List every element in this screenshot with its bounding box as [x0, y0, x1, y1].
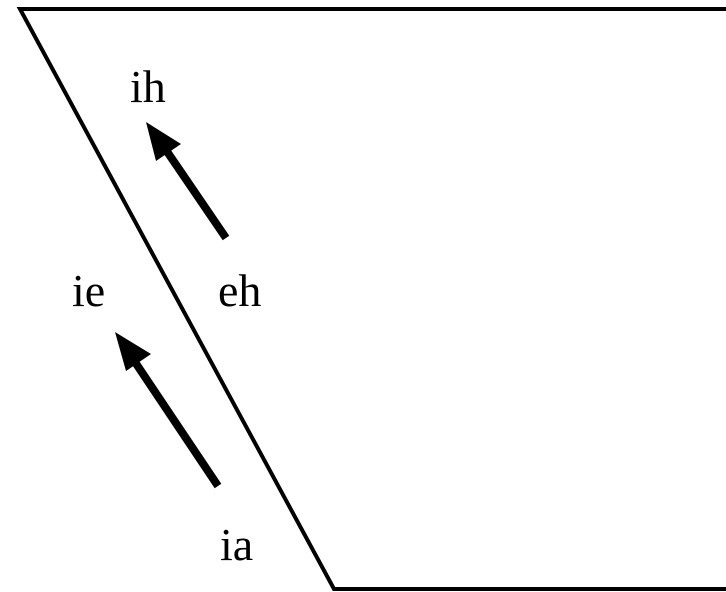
label-eh: eh: [218, 265, 262, 316]
label-ih: ih: [130, 61, 166, 112]
arrow-eh-to-ih-shaft: [162, 147, 230, 241]
arrow-ia-to-ie: [115, 332, 222, 489]
arrow-eh-to-ih-head: [146, 122, 181, 161]
label-ie: ie: [72, 265, 106, 316]
label-ia: ia: [220, 519, 254, 570]
arrow-ia-to-ie-head: [115, 332, 151, 371]
trapezoid-outline: [16, 7, 726, 591]
arrow-ia-to-ie-shaft: [131, 359, 222, 489]
arrow-eh-to-ih: [146, 122, 230, 241]
